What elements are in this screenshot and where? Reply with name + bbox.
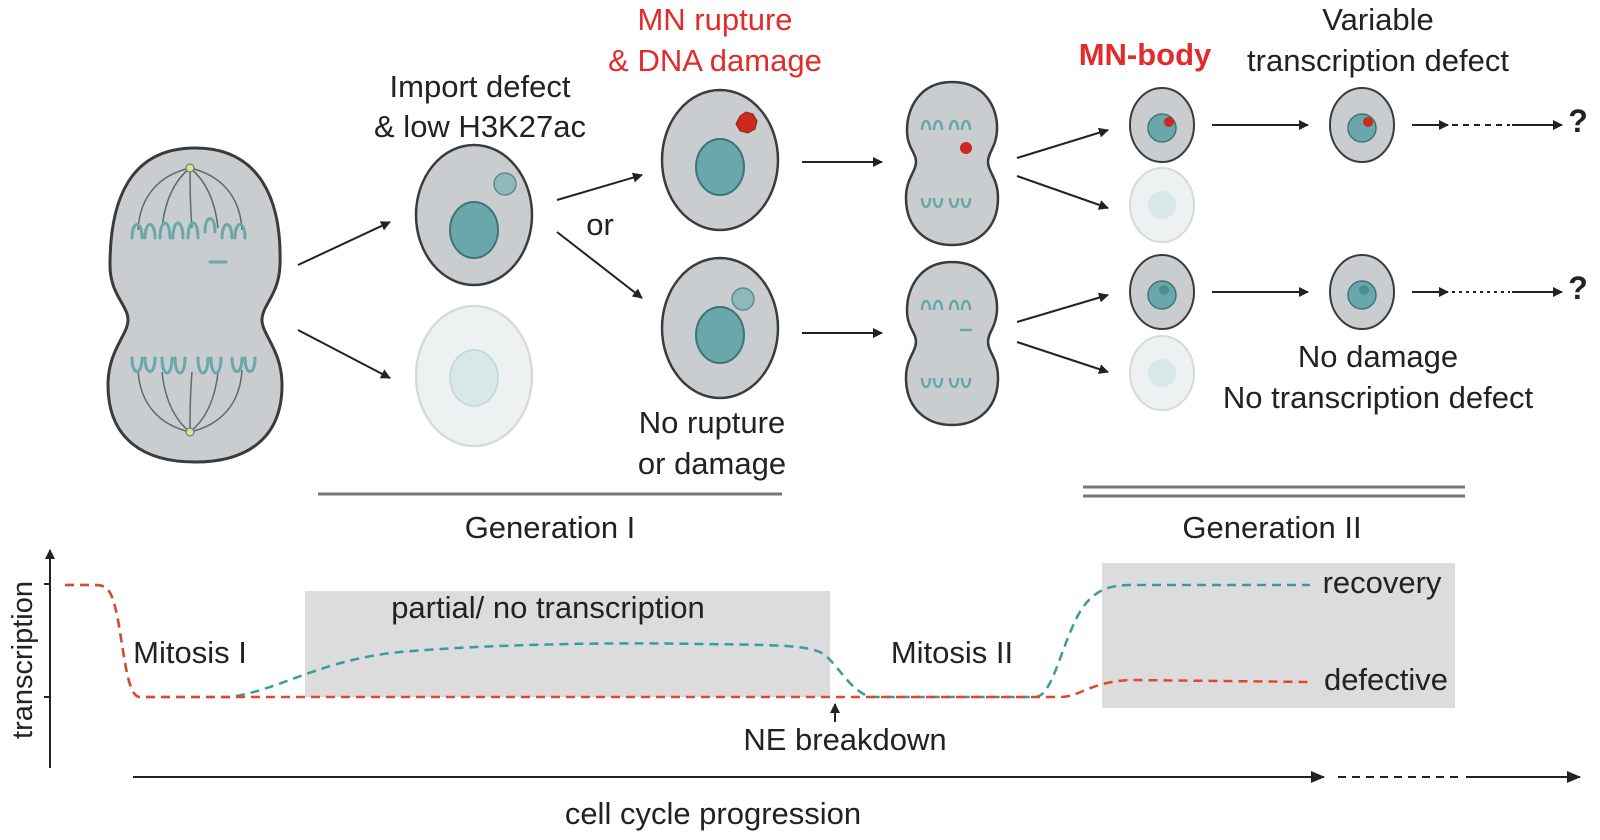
- label-generation-2: Generation II: [1182, 510, 1361, 545]
- gen3-normal-cell: [1329, 254, 1395, 330]
- gen2-faded-cell-bottom: [1129, 335, 1195, 411]
- arrow-to-faded-cell-top: [1016, 175, 1109, 210]
- question-mark-bottom: ?: [1568, 270, 1588, 306]
- y-axis-label: transcription: [7, 581, 39, 739]
- label-defective: defective: [1324, 662, 1448, 697]
- gen2-normal-cell: [1129, 254, 1195, 330]
- dna-damage-icon: [735, 111, 758, 134]
- dividing-cell-bottom: [904, 260, 1000, 427]
- label-generation-1: Generation I: [465, 510, 636, 545]
- arrow-to-normal-cell: [1016, 292, 1109, 323]
- label-mn-rupture-2: & DNA damage: [608, 43, 822, 78]
- mother-mitotic-cell: [106, 146, 284, 464]
- label-import-defect-2: & low H3K27ac: [374, 109, 586, 144]
- label-recovery: recovery: [1323, 565, 1442, 600]
- label-partial-transcription: partial/ no transcription: [391, 590, 705, 625]
- arrow-mother-to-sister: [297, 329, 391, 379]
- intact-mn-cell: [660, 256, 780, 400]
- label-mitosis-1: Mitosis I: [133, 635, 247, 670]
- gen3-mn-body-cell: [1329, 87, 1395, 163]
- dividing-cell-top: [904, 80, 1000, 247]
- label-no-damage-1: No damage: [1298, 339, 1458, 374]
- question-mark-top: ?: [1568, 103, 1588, 139]
- gen1-sister-cell: [414, 304, 534, 448]
- arrow-to-no-rupture-cell: [556, 231, 643, 299]
- gen2-mn-body-cell: [1129, 87, 1195, 163]
- label-no-rupture-1: No rupture: [639, 405, 785, 440]
- generation-2-shade: [1102, 563, 1455, 708]
- label-variable-1: Variable: [1322, 2, 1433, 37]
- ruptured-mn-cell: [660, 88, 780, 232]
- arrow-to-mn-body-cell: [1016, 127, 1109, 159]
- x-axis-label: cell cycle progression: [565, 796, 861, 831]
- label-mn-rupture-1: MN rupture: [637, 2, 792, 37]
- label-no-rupture-2: or damage: [638, 446, 786, 481]
- arrow-to-rupture-cell: [556, 172, 643, 201]
- generation-2-bar: [1083, 485, 1465, 498]
- gen1-mn-cell: [414, 143, 534, 287]
- arrow-mother-to-mn-cell: [297, 221, 391, 266]
- label-ne-breakdown: NE breakdown: [743, 722, 946, 757]
- label-no-damage-2: No transcription defect: [1223, 380, 1534, 415]
- label-or: or: [586, 207, 614, 242]
- arrow-to-faded-cell-bottom: [1016, 341, 1109, 374]
- dna-damage-icon: [960, 142, 972, 154]
- gen2-faded-cell-top: [1129, 167, 1195, 243]
- defective-curve: [65, 583, 1311, 699]
- label-mitosis-2: Mitosis II: [891, 635, 1013, 670]
- label-variable-2: transcription defect: [1247, 43, 1509, 78]
- label-mn-body: MN-body: [1079, 37, 1212, 72]
- label-import-defect-1: Import defect: [390, 69, 571, 104]
